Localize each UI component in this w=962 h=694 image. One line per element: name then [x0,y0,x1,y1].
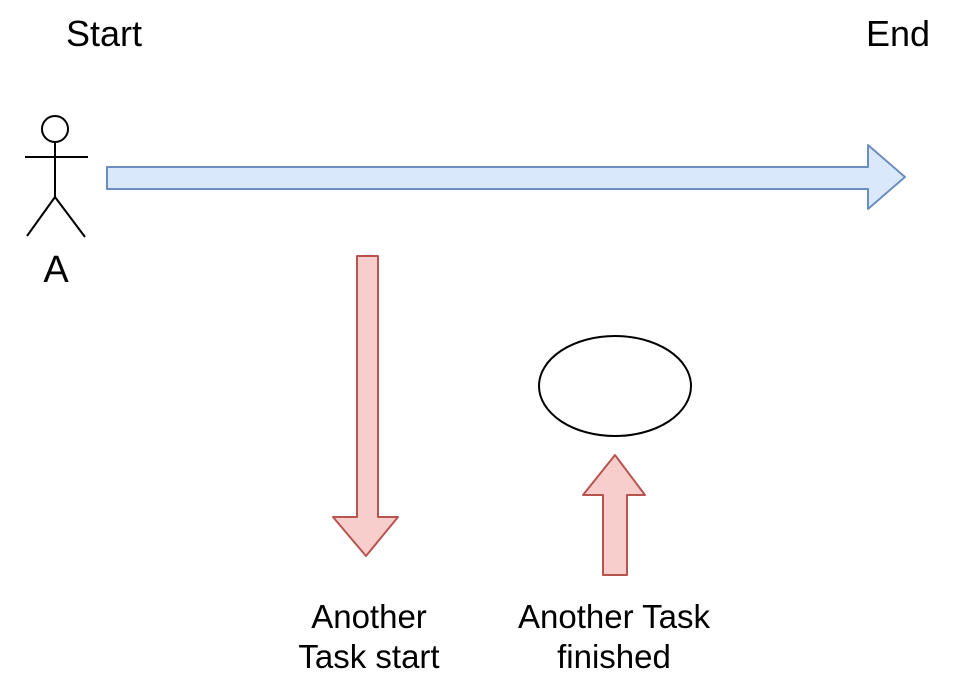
actor-left-leg [26,196,56,237]
task-finished-up-arrow-icon [582,454,646,576]
actor-head [41,115,69,143]
down-arrow-shape [332,255,399,557]
task-start-label: Another Task start [258,597,480,677]
task-finished-label-line1: Another Task [517,598,710,635]
actor-stick-figure-icon [25,115,88,238]
task-start-label-line2: Task start [298,638,440,675]
task-start-label-line1: Another [311,598,427,635]
actor-label: A [43,249,69,291]
actor-right-leg [54,196,86,238]
start-label: Start [66,13,143,54]
up-arrow-shape [582,454,646,576]
ellipse-outline [538,335,692,437]
end-label: End [866,13,931,54]
task-start-down-arrow-icon [332,255,399,557]
timeline-arrow-shape [106,144,906,210]
task-finished-label-line2: finished [557,638,671,675]
task-finished-label: Another Task finished [503,597,725,677]
task-ellipse-shape [538,335,692,437]
timeline-right-arrow-icon [106,144,906,210]
